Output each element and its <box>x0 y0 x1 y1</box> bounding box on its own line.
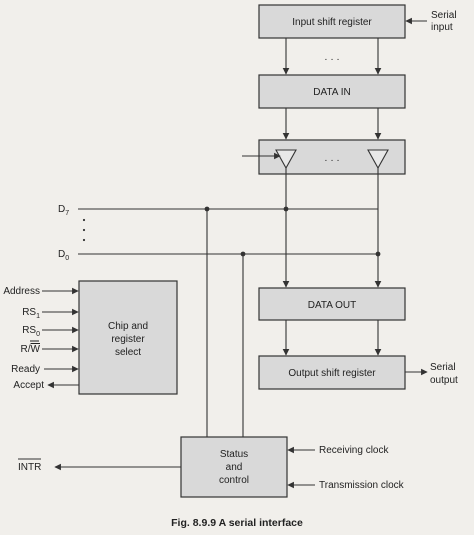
dots-top: · · · <box>324 54 340 65</box>
chip-select-line3: select <box>115 347 141 358</box>
status-control-block: Status and control <box>180 436 288 498</box>
rs0-label: RS0 <box>22 325 40 338</box>
serial-input-label-1: Serial <box>431 10 457 21</box>
serial-output-label-1: Serial <box>430 362 456 373</box>
buffer-right-triangle <box>367 149 389 170</box>
svg-text:Input shift register: Input shift register <box>292 17 372 28</box>
status-line2: and <box>226 462 243 473</box>
d7-label: D7 <box>58 204 69 217</box>
rw-label: R/W <box>21 344 41 355</box>
status-line3: control <box>219 475 249 486</box>
chip-register-select-block: Chip and register select <box>78 280 178 395</box>
data-bus <box>78 206 381 437</box>
svg-text:DATA OUT: DATA OUT <box>308 300 357 311</box>
intr-label: INTR <box>18 462 41 473</box>
svg-text:DATA IN: DATA IN <box>313 87 350 98</box>
figure-caption: Fig. 8.9.9 A serial interface <box>171 517 303 529</box>
chip-select-signals <box>42 287 79 389</box>
tristate-buffer-block: · · · <box>258 139 406 175</box>
serial-input-label-2: input <box>431 22 453 33</box>
svg-text:Output shift register: Output shift register <box>288 368 376 379</box>
ready-label: Ready <box>11 364 40 375</box>
chip-select-line1: Chip and <box>108 321 148 332</box>
chip-select-line2: register <box>111 334 145 345</box>
d0-label: D0 <box>58 249 69 262</box>
output-shift-register-block: Output shift register <box>258 355 406 390</box>
dots-mid: · · · <box>324 155 340 166</box>
status-line1: Status <box>220 449 248 460</box>
receiving-clock-label: Receiving clock <box>319 445 389 456</box>
rs1-label: RS1 <box>22 307 40 320</box>
address-label: Address <box>3 286 40 297</box>
transmission-clock-label: Transmission clock <box>319 480 405 491</box>
buffer-left-triangle <box>275 149 297 170</box>
data-in-block: DATA IN <box>258 74 406 109</box>
data-out-block: DATA OUT <box>258 287 406 321</box>
vertical-paths <box>282 38 382 356</box>
input-shift-register-block: Input shift register <box>258 4 406 39</box>
serial-output-label-2: output <box>430 375 458 386</box>
accept-label: Accept <box>13 380 44 391</box>
